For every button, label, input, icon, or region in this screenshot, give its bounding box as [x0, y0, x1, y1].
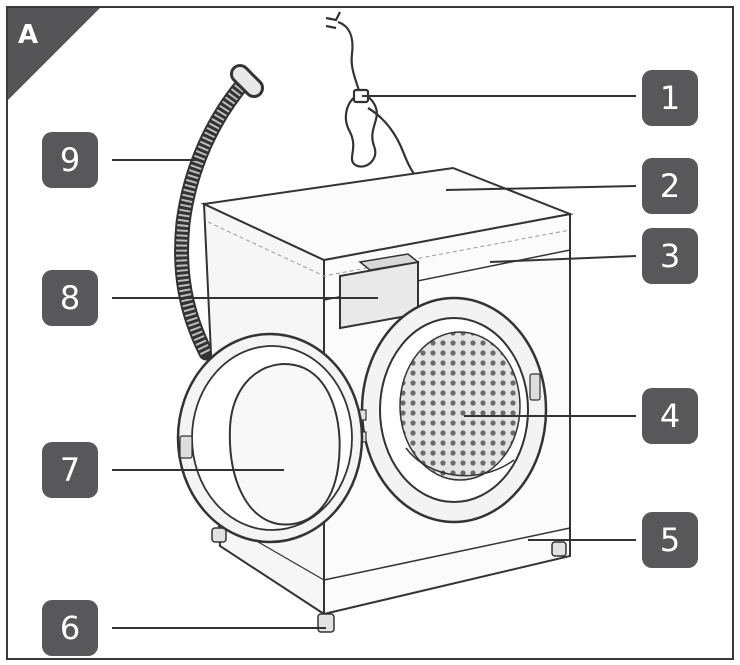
drum — [360, 296, 548, 524]
callout-7: 7 — [42, 442, 98, 498]
power-cord — [325, 11, 417, 177]
callout-4: 4 — [642, 388, 698, 444]
top-panel — [200, 166, 574, 262]
washing-machine-illustration — [112, 11, 637, 633]
callout-3: 3 — [642, 228, 698, 284]
callout-5: 5 — [642, 512, 698, 568]
callout-1: 1 — [642, 70, 698, 126]
figure-label-tab — [8, 8, 100, 100]
callout-8: 8 — [42, 270, 98, 326]
callout-6: 6 — [42, 600, 98, 656]
loading-door — [176, 332, 364, 544]
adjustable-feet — [211, 527, 567, 633]
callout-9: 9 — [42, 132, 98, 188]
plinth-line — [323, 527, 571, 581]
leader-lines — [112, 95, 637, 629]
callout-2: 2 — [642, 158, 698, 214]
figure-label: A — [18, 20, 39, 50]
figure-frame: A — [6, 6, 734, 660]
